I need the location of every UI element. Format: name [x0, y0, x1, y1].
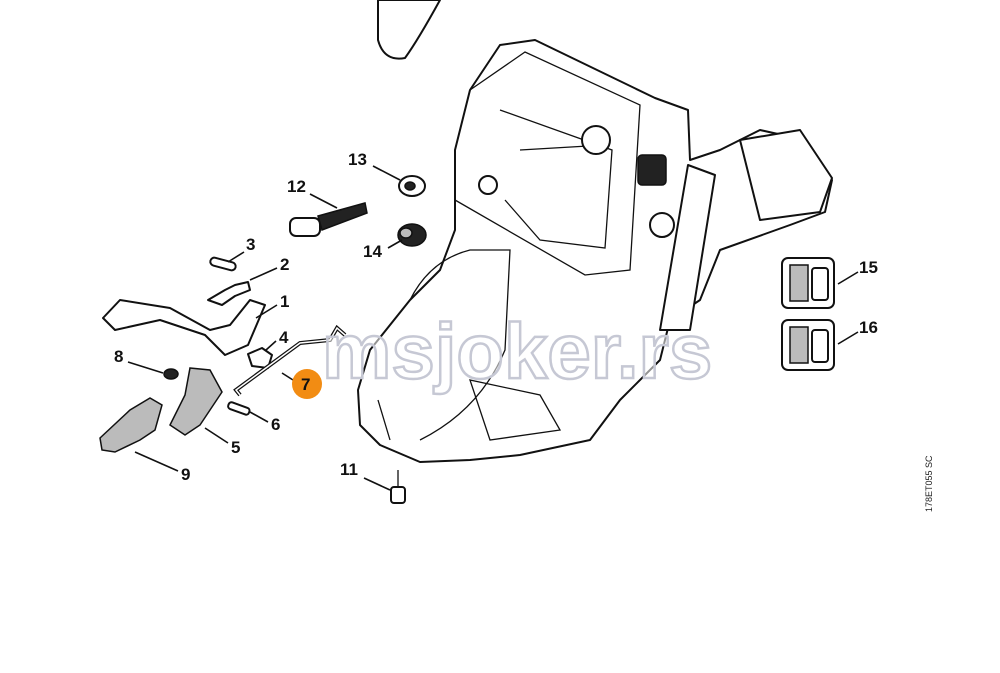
callout-7[interactable]: 7: [301, 375, 310, 394]
callout-6: 6: [271, 415, 280, 434]
part-15-switch: [781, 257, 835, 309]
leader-lines: [127, 165, 859, 491]
part-14-buffer: [397, 223, 427, 247]
callout-11: 11: [340, 460, 358, 479]
part-2-spring: [207, 281, 251, 306]
part-3-pin: [209, 256, 237, 272]
handle-housing: [357, 39, 833, 463]
callout-12: 12: [287, 177, 306, 196]
part-1-trigger: [102, 299, 266, 356]
callout-5: 5: [231, 438, 240, 457]
callout-15: 15: [859, 258, 878, 277]
callout-16: 16: [859, 318, 878, 337]
callout-9: 9: [181, 465, 190, 484]
callout-13: 13: [348, 150, 367, 169]
part-11-screw: [390, 470, 406, 504]
callout-14: 14: [363, 242, 382, 261]
part-6-pin: [227, 401, 251, 416]
part-16-switch: [781, 319, 835, 371]
highlight-marker: [292, 369, 322, 399]
drawing-code: 178ET055 SC: [924, 455, 934, 512]
watermark: msjoker.rs: [322, 307, 712, 395]
callout-3: 3: [246, 235, 255, 254]
part-8-spring: [163, 368, 179, 380]
callout-8: 8: [114, 347, 123, 366]
part-13-nut: [398, 175, 426, 197]
callout-4: 4: [279, 328, 289, 347]
part-5-lever: [169, 367, 223, 436]
callout-2: 2: [280, 255, 289, 274]
part-4-sleeve: [247, 347, 273, 369]
part-9-lockout: [99, 397, 163, 453]
part-12-screw: [289, 202, 368, 237]
callout-1: 1: [280, 292, 289, 311]
handle-fragment: [377, 0, 441, 60]
